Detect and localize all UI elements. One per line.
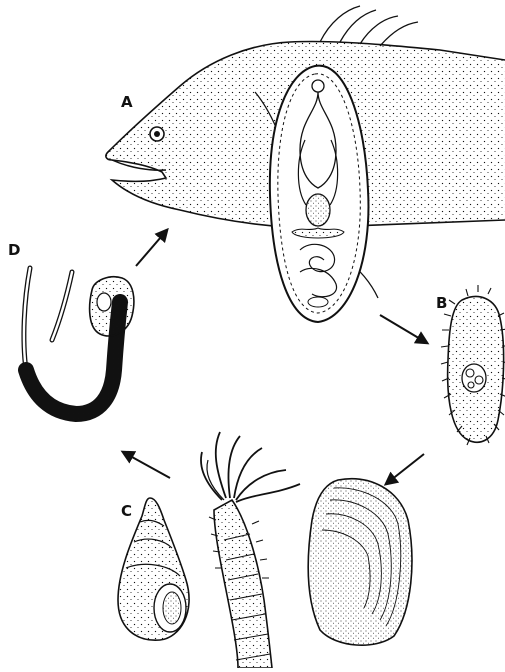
miracidium-icon	[441, 285, 505, 445]
arrow-a-to-b	[380, 315, 427, 343]
bivalve-shell-icon	[308, 479, 412, 645]
cercaria-icon	[24, 268, 134, 414]
label-b: B	[436, 294, 447, 312]
arrow-c-to-d	[123, 452, 170, 478]
arrow-d-to-a	[136, 230, 167, 266]
adult-fluke-icon	[270, 66, 369, 322]
polychaete-worm-icon	[201, 432, 300, 668]
arrow-b-to-c	[386, 454, 424, 484]
label-a: A	[121, 93, 133, 111]
label-d: D	[8, 241, 20, 259]
label-c: C	[121, 502, 132, 520]
